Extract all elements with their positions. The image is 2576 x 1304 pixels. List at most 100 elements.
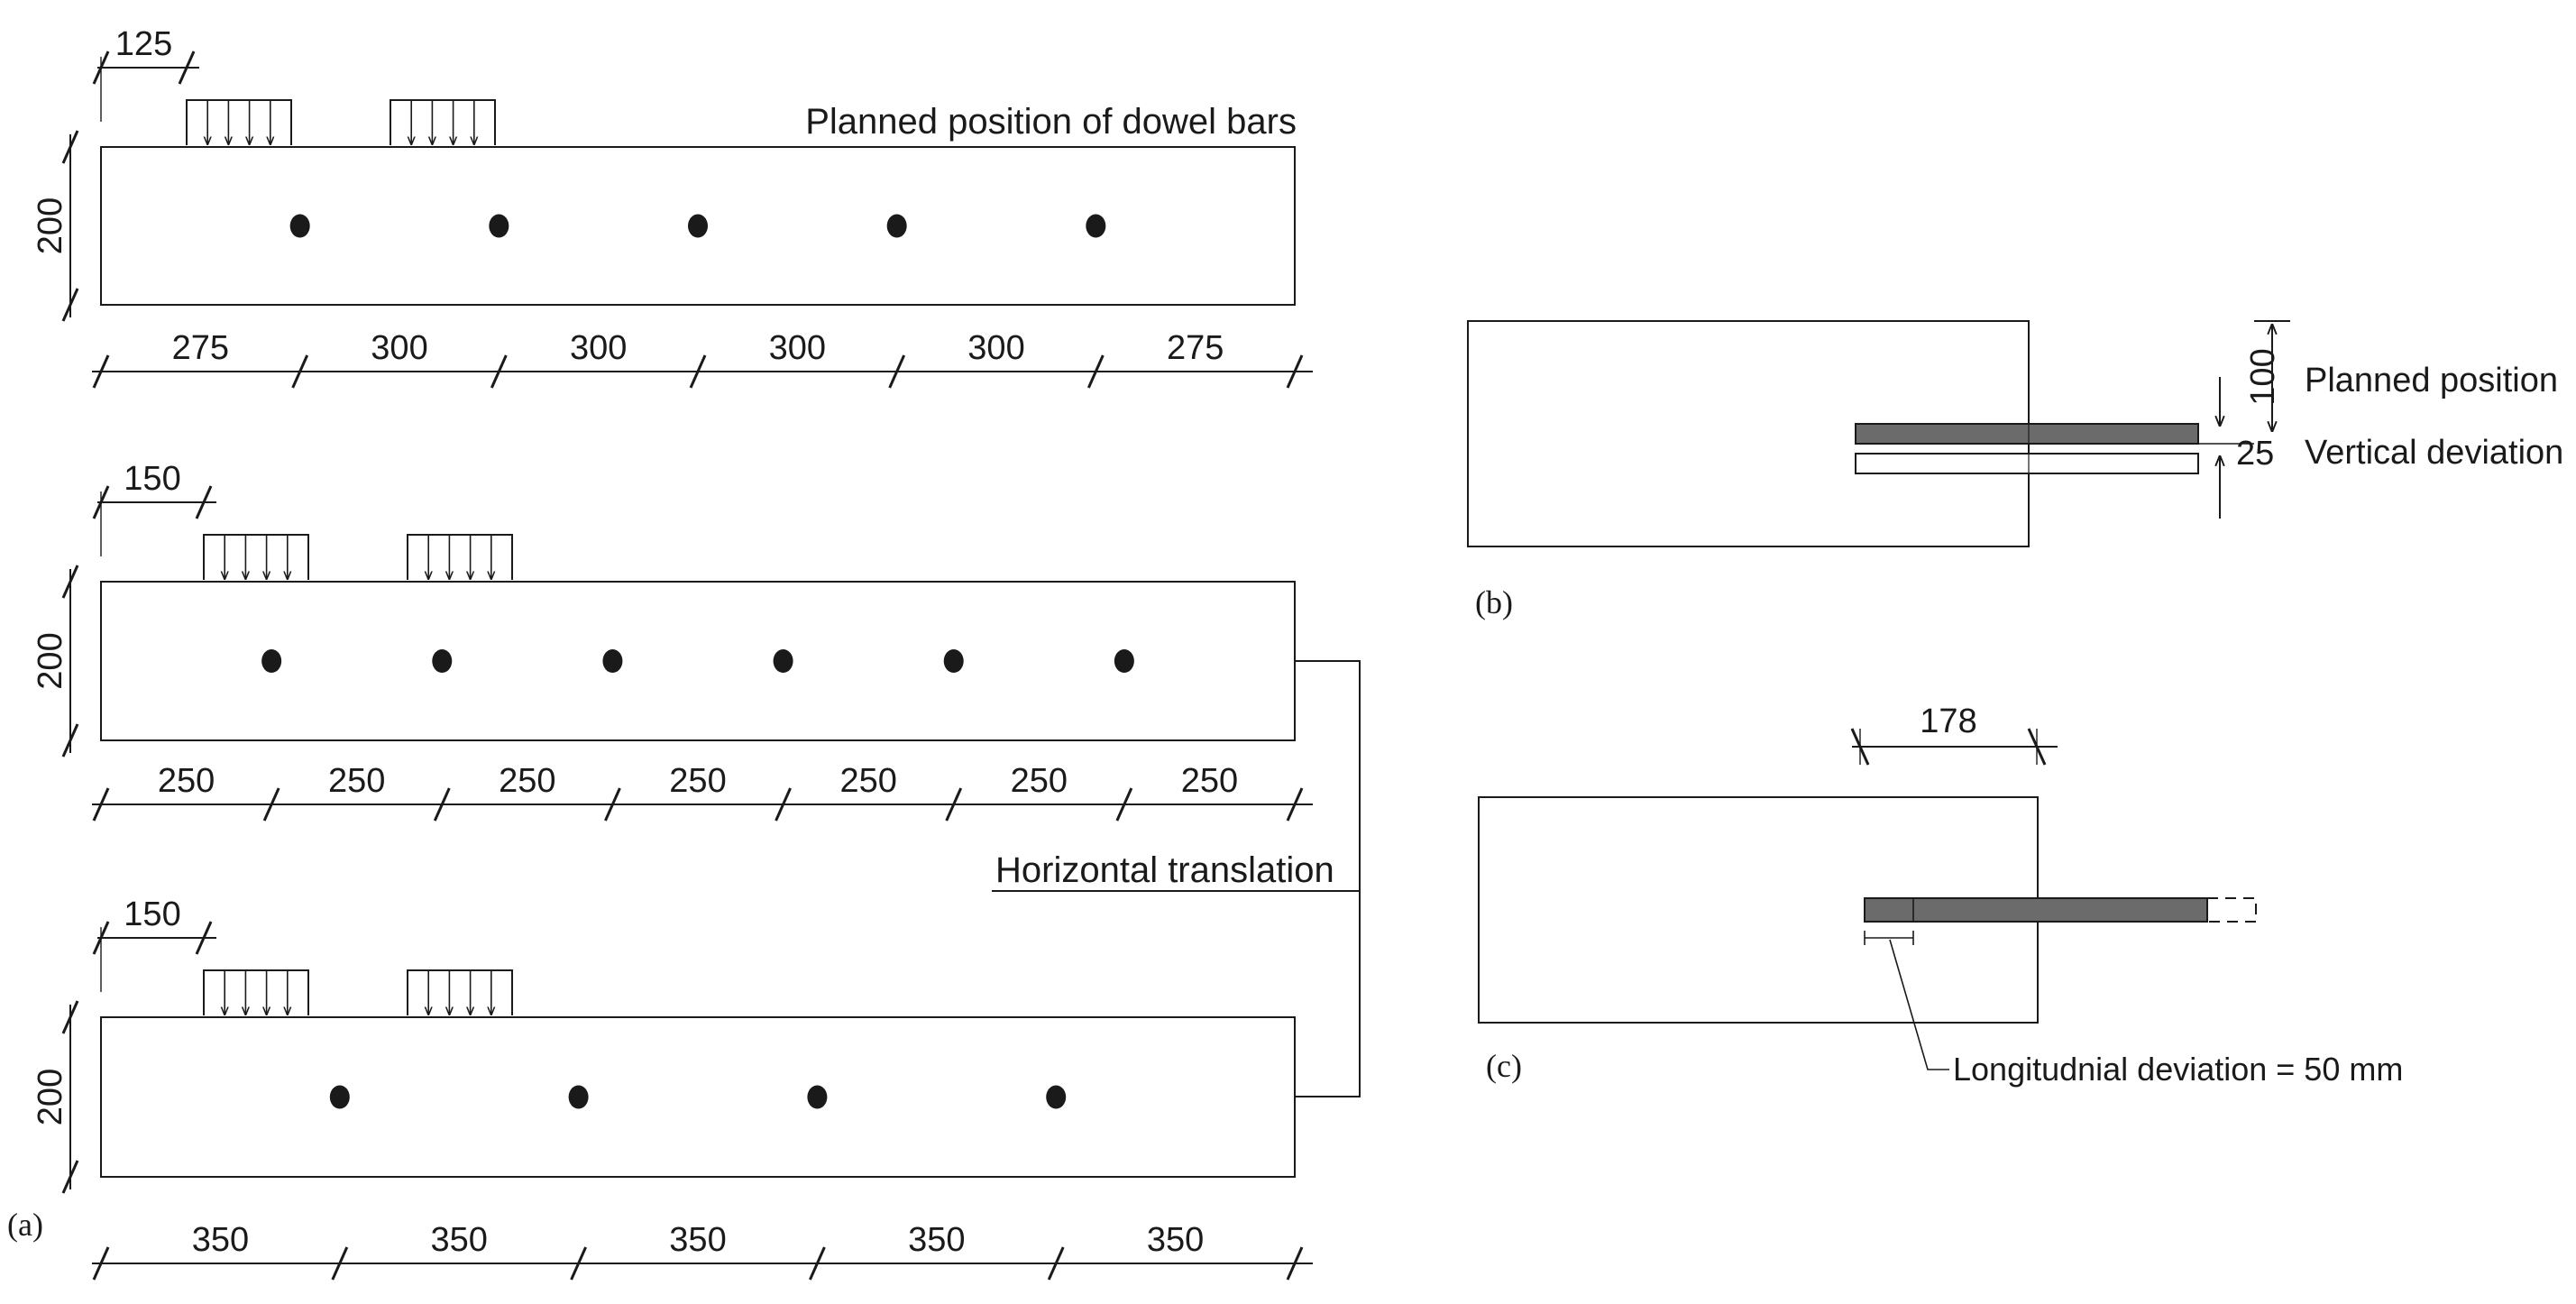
dowel-bar	[432, 649, 453, 673]
label-longitudinal: Longitudnial deviation = 50 mm	[1953, 1051, 2403, 1088]
spacing-dim-tick	[1286, 1246, 1304, 1281]
dowel-bar	[289, 214, 310, 238]
spacing-dim-tick	[604, 787, 621, 822]
load-block-2	[407, 534, 513, 580]
beam	[100, 146, 1296, 306]
dowel-planned	[1855, 423, 2199, 445]
dowel-bar	[886, 214, 907, 238]
load-offset-label: 150	[124, 895, 180, 933]
dim-25-label: 25	[2236, 435, 2274, 473]
spacing-label: 300	[967, 329, 1024, 367]
spacing-dim-tick	[92, 354, 110, 389]
load-offset-tick	[92, 485, 110, 519]
dowel-bar	[943, 649, 964, 673]
planned-title: Planned position of dowel bars	[805, 102, 1297, 142]
height-dim-label: 200	[32, 1069, 69, 1125]
label-vertical: Vertical deviation	[2305, 434, 2563, 472]
spacing-label: 350	[908, 1221, 965, 1259]
panel-c-tag: (c)	[1486, 1048, 1522, 1084]
spacing-label: 250	[839, 762, 896, 800]
load-block-1	[203, 969, 309, 1015]
load-offset-tick	[195, 921, 213, 955]
spacing-label: 275	[172, 329, 229, 367]
panel-a-tag: (a)	[7, 1207, 43, 1243]
spacing-label: 250	[328, 762, 385, 800]
spacing-label: 250	[669, 762, 726, 800]
height-dim-label: 200	[32, 632, 69, 689]
spacing-dim-tick	[262, 787, 280, 822]
load-offset-label: 150	[124, 460, 180, 498]
translation-bracket	[1295, 660, 1361, 1097]
load-block-1	[186, 99, 292, 145]
height-dim-tick	[61, 1160, 79, 1194]
load-offset-label: 125	[115, 25, 172, 63]
spacing-dim-tick	[331, 1246, 349, 1281]
dowel-bar	[1114, 649, 1134, 673]
dowel-shifted	[1864, 897, 2208, 923]
dim-100-label: 100	[2244, 348, 2282, 405]
height-dim-tick	[61, 130, 79, 164]
deviation-leader	[1889, 939, 1949, 1070]
spacing-label: 300	[371, 329, 427, 367]
dowel-bar	[568, 1085, 589, 1109]
dowel-deviated	[1855, 453, 2199, 474]
spacing-label: 350	[192, 1221, 249, 1259]
height-dim-label: 200	[32, 197, 69, 254]
spacing-dim-tick	[433, 787, 451, 822]
load-offset-tick	[92, 921, 110, 955]
panel-b-tag: (b)	[1475, 584, 1513, 620]
height-dim-tick	[61, 288, 79, 322]
spacing-dim-tick	[1086, 354, 1105, 389]
spacing-dim-tick	[570, 1246, 587, 1281]
dowel-bar	[688, 214, 708, 238]
spacing-dim-tick	[888, 354, 906, 389]
load-block-2	[407, 969, 513, 1015]
height-dim-tick	[61, 565, 79, 599]
load-offset-tick	[195, 485, 213, 519]
dowel-bar	[329, 1085, 350, 1109]
spacing-label: 350	[669, 1221, 726, 1259]
spacing-dim-tick	[1286, 787, 1304, 822]
beam-row-1: 200 275 300 300 300 300 275 125	[32, 25, 1313, 389]
dowel-bar	[1086, 214, 1106, 238]
spacing-label: 250	[1181, 762, 1238, 800]
load-block-1	[203, 534, 309, 580]
spacing-label: 300	[570, 329, 627, 367]
spacing-dim-tick	[945, 787, 963, 822]
dowel-bar	[261, 649, 282, 673]
spacing-label: 350	[430, 1221, 487, 1259]
spacing-dim-tick	[1047, 1246, 1065, 1281]
spacing-dim-tick	[1115, 787, 1133, 822]
spacing-label: 250	[499, 762, 555, 800]
load-offset-tick	[92, 51, 110, 85]
load-block-2	[390, 99, 496, 145]
dowel-bar	[1046, 1085, 1067, 1109]
spacing-label: 300	[769, 329, 826, 367]
spacing-label: 350	[1147, 1221, 1204, 1259]
panel-b: 100 25 Planned position Vertical deviati…	[1467, 320, 2563, 620]
label-planned: Planned position	[2305, 362, 2558, 399]
spacing-dim-tick	[490, 354, 508, 389]
beam	[100, 1016, 1296, 1178]
spacing-dim-tick	[92, 787, 110, 822]
panel-c: 178 Longitudnial deviation = 50 mm (c)	[1478, 703, 2403, 1088]
spacing-dim-tick	[1286, 354, 1304, 389]
dowel-bar	[489, 214, 509, 238]
dowel-bar	[773, 649, 793, 673]
spacing-dim-tick	[775, 787, 792, 822]
spacing-dim-tick	[809, 1246, 826, 1281]
dowel-bar	[602, 649, 623, 673]
spacing-label: 250	[1011, 762, 1068, 800]
translation-label: Horizontal translation	[995, 850, 1334, 890]
spacing-dim-tick	[92, 1246, 110, 1281]
dowel-bar	[807, 1085, 828, 1109]
dowel-ghost-end	[2207, 897, 2257, 923]
height-dim-tick	[61, 1000, 79, 1034]
spacing-dim-tick	[689, 354, 707, 389]
spacing-dim-tick	[291, 354, 309, 389]
spacing-label: 275	[1167, 329, 1224, 367]
panel-a: Planned position of dowel bars 200 275 300…	[7, 25, 1361, 1281]
